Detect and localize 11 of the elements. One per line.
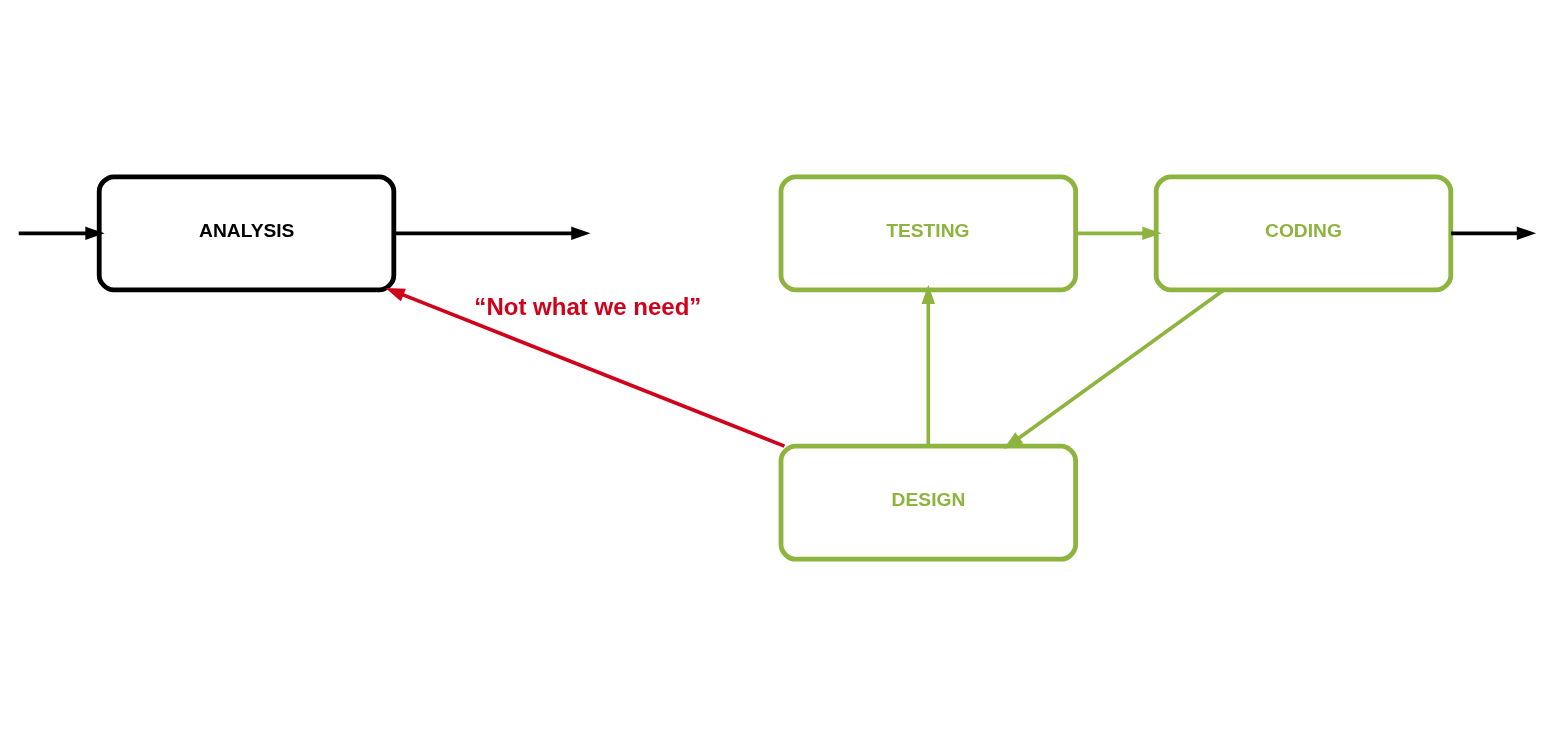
node-box: CODING [1153,174,1454,293]
node-box: DESIGN [778,443,1078,562]
edge-label: “Not what we need” [474,293,702,321]
arrow [1451,226,1537,241]
arrow [394,226,591,241]
arrow [18,226,105,241]
arrow [921,284,936,446]
arrow [1075,226,1162,241]
node-box: TESTING [778,174,1078,293]
node-box: ANALYSIS [96,174,397,293]
arrow [385,287,786,448]
